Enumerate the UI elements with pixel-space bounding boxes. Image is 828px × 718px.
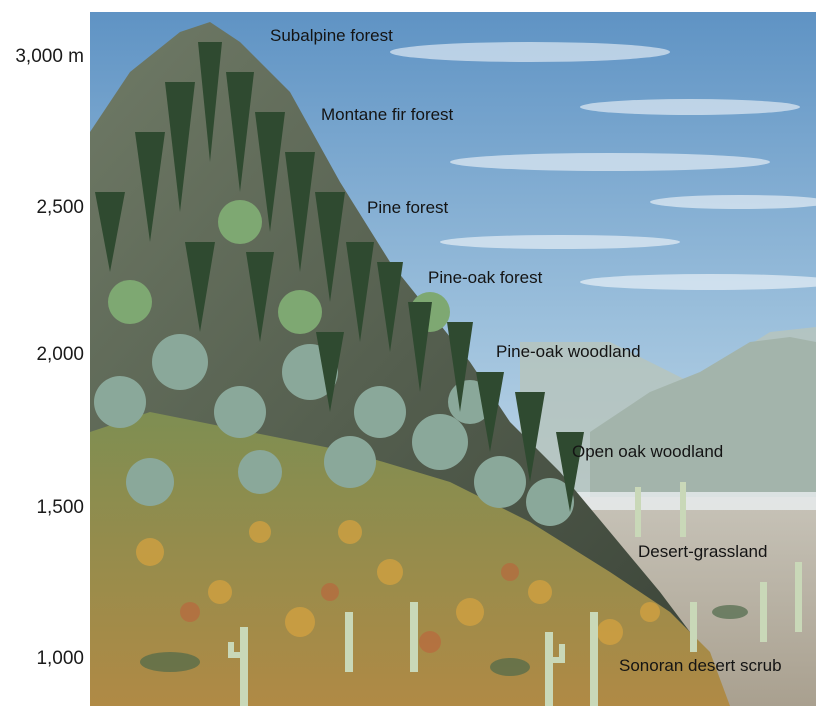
shrubs-red [180,563,519,653]
zone-label-sonoran-desert-scrub: Sonoran desert scrub [619,656,782,675]
zone-label-pine-forest: Pine forest [367,198,449,217]
zone-label-subalpine-forest: Subalpine forest [270,26,393,45]
conifers [95,42,584,512]
saguaro-cacti [228,482,802,706]
elevation-tick: 1,500 [36,497,84,518]
elevation-tick: 2,000 [36,344,84,365]
shrubs [136,520,660,645]
zone-label-open-oak-woodland: Open oak woodland [572,442,724,461]
clouds [390,42,816,290]
distant-range-near [590,337,816,532]
elevation-axis: 3,000 m 2,500 2,000 1,500 1,000 [0,0,90,718]
elevation-tick: 1,000 [36,648,84,669]
zone-label-pine-oak-woodland: Pine-oak woodland [496,342,641,361]
zone-label-desert-grassland: Desert-grassland [638,542,768,561]
zone-label-montane-fir-forest: Montane fir forest [321,105,454,124]
mountain-illustration: Subalpine forest Montane fir forest Pine… [90,12,816,706]
elevation-tick: 3,000 m [15,46,84,67]
desert-bushes [140,605,748,676]
elevation-tick: 2,500 [36,197,84,218]
playa [560,492,816,510]
zone-label-pine-oak-forest: Pine-oak forest [428,268,543,287]
mountain-scene [90,12,816,706]
